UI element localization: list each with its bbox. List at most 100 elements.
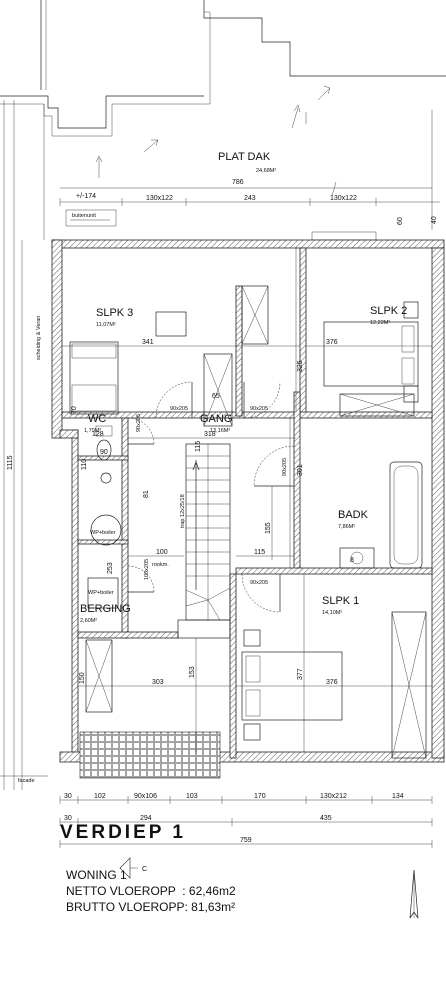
dim-top-3: 130x122 bbox=[330, 195, 357, 202]
dim-b1-0: 30 bbox=[64, 793, 72, 800]
plan-title: VERDIEP 1 bbox=[60, 822, 186, 843]
dim-155: 155 bbox=[265, 522, 272, 534]
roof-name: PLAT DAK bbox=[218, 151, 271, 163]
room-gang-name: GANG bbox=[200, 413, 232, 425]
wardrobe-slpk1 bbox=[391, 611, 427, 759]
dim-65: 65 bbox=[212, 393, 220, 400]
dim-b1-2: 90x106 bbox=[134, 793, 157, 800]
netto-area: NETTO VLOEROPP : 62,46m2 bbox=[66, 884, 236, 898]
desk-slpk3 bbox=[155, 311, 187, 337]
room-slpk3-area: 11,07M² bbox=[96, 322, 116, 328]
dim-341: 341 bbox=[142, 339, 154, 346]
roof-area: PLAT DAK 24,68M² 786 +/-174 130x122 243 … bbox=[0, 0, 446, 241]
dim-90: 90 bbox=[100, 449, 108, 456]
dim-376-bottom: 376 bbox=[326, 679, 338, 686]
roof-width: 786 bbox=[232, 179, 244, 186]
dim-top-1: 130x122 bbox=[146, 195, 173, 202]
wp-label-2: WP+boiler bbox=[88, 590, 114, 596]
doors bbox=[127, 381, 295, 613]
wardrobe-slpk3 bbox=[241, 285, 269, 345]
wp-label-1: WP+boiler bbox=[90, 530, 116, 536]
dim-b1-1: 102 bbox=[94, 793, 106, 800]
dim-115-v: 115 bbox=[195, 441, 202, 452]
section-label: C bbox=[142, 866, 147, 873]
dim-110: 110 bbox=[81, 459, 88, 470]
bed-slpk2 bbox=[323, 321, 419, 387]
room-gang-area: 13,16M² bbox=[210, 428, 230, 434]
terrace-tiles bbox=[79, 731, 221, 779]
washbasin bbox=[339, 547, 375, 569]
dim-top-4: 60 bbox=[397, 217, 404, 225]
room-berging-area: 2,60M² bbox=[80, 618, 97, 624]
dim-100: 100 bbox=[156, 549, 168, 556]
door-size-6: 90x205 bbox=[250, 580, 268, 586]
room-labels: SLPK 3 11,07M² SLPK 2 12,22M² WC 1,70M² … bbox=[80, 305, 407, 624]
left-exterior: 1115 scheiding & Veran facade bbox=[0, 100, 48, 790]
dim-b1-4: 170 bbox=[254, 793, 266, 800]
dim-128: 128 bbox=[92, 431, 104, 438]
dim-81: 81 bbox=[143, 490, 150, 498]
dim-top-2: 243 bbox=[244, 195, 256, 202]
furniture: WP+boiler WP+boiler trap 12x25/18 bbox=[69, 285, 427, 779]
trap-label: trap 12x25/18 bbox=[180, 494, 186, 528]
door-size-5: 100x205 bbox=[144, 559, 150, 580]
dim-377: 377 bbox=[297, 668, 304, 680]
dim-318: 318 bbox=[204, 431, 216, 438]
room-wc-area: 1,70M² bbox=[84, 428, 101, 434]
roof-area-value: 24,68M² bbox=[256, 168, 276, 174]
interior-dimensions: 341 376 325 318 128 70 65 115 301 155 11… bbox=[62, 216, 438, 752]
brutto-area: BRUTTO VLOEROPP: 81,63m² bbox=[66, 900, 236, 914]
dim-b1-6: 134 bbox=[392, 793, 404, 800]
walls bbox=[51, 239, 445, 763]
dim-153: 153 bbox=[189, 666, 196, 678]
door-size-1: 90x205 bbox=[170, 406, 188, 412]
north-arrow-icon bbox=[409, 869, 419, 919]
dim-left-total: 1115 bbox=[7, 455, 14, 470]
dim-253: 253 bbox=[107, 562, 114, 574]
room-slpk1-name: SLPK 1 bbox=[322, 595, 359, 607]
shower bbox=[339, 393, 415, 417]
dim-303: 303 bbox=[152, 679, 164, 686]
wardrobe-hall bbox=[203, 353, 233, 427]
dim-376-top: 376 bbox=[326, 339, 338, 346]
bathtub bbox=[389, 461, 423, 569]
buitenunit-label: buitenunit bbox=[72, 213, 96, 219]
room-badk-area: 7,86M² bbox=[338, 524, 355, 530]
woning-label: WONING 1 bbox=[66, 868, 127, 882]
room-slpk2-area: 12,22M² bbox=[370, 320, 390, 326]
roof-level: +/-174 bbox=[76, 193, 96, 200]
dim-b2-1: 294 bbox=[140, 815, 152, 822]
door-size-3: 90x205 bbox=[136, 414, 142, 432]
wp-boiler-2 bbox=[87, 577, 119, 609]
dim-b1-3: 103 bbox=[186, 793, 198, 800]
room-slpk3-name: SLPK 3 bbox=[96, 307, 133, 319]
room-slpk2-name: SLPK 2 bbox=[370, 305, 407, 317]
wc-basin bbox=[100, 472, 112, 484]
staircase: trap 12x25/18 bbox=[180, 443, 231, 621]
bed-slpk3 bbox=[69, 341, 119, 415]
scheiding-label: scheiding & Veran bbox=[36, 316, 42, 360]
dim-301: 301 bbox=[297, 464, 304, 476]
dim-b2-0: 30 bbox=[64, 815, 72, 822]
dim-115-h: 115 bbox=[254, 549, 265, 556]
room-wc-name: WC bbox=[88, 413, 106, 425]
dim-325: 325 bbox=[297, 360, 304, 372]
buitenunit-box bbox=[65, 209, 117, 227]
gevel-label: facade bbox=[18, 778, 35, 784]
dim-70: 70 bbox=[71, 406, 78, 414]
rookm-label: rookm. bbox=[152, 562, 169, 568]
toilet bbox=[96, 439, 112, 461]
room-berging-name: BERGING bbox=[80, 603, 131, 615]
section-marker: C bbox=[119, 857, 147, 879]
dim-150: 150 bbox=[79, 672, 86, 684]
dim-8: 8 bbox=[350, 557, 354, 564]
wp-boiler-1 bbox=[90, 514, 122, 546]
storage-cabinet bbox=[85, 639, 113, 713]
dim-40: 40 bbox=[431, 216, 438, 224]
room-slpk1-area: 14,10M² bbox=[322, 610, 342, 616]
bottom-dimensions: 30 102 90x106 103 170 130x212 134 30 294… bbox=[59, 793, 433, 848]
door-size-2: 90x205 bbox=[250, 406, 268, 412]
dim-b1-5: 130x212 bbox=[320, 793, 347, 800]
room-badk-name: BADK bbox=[338, 509, 369, 521]
